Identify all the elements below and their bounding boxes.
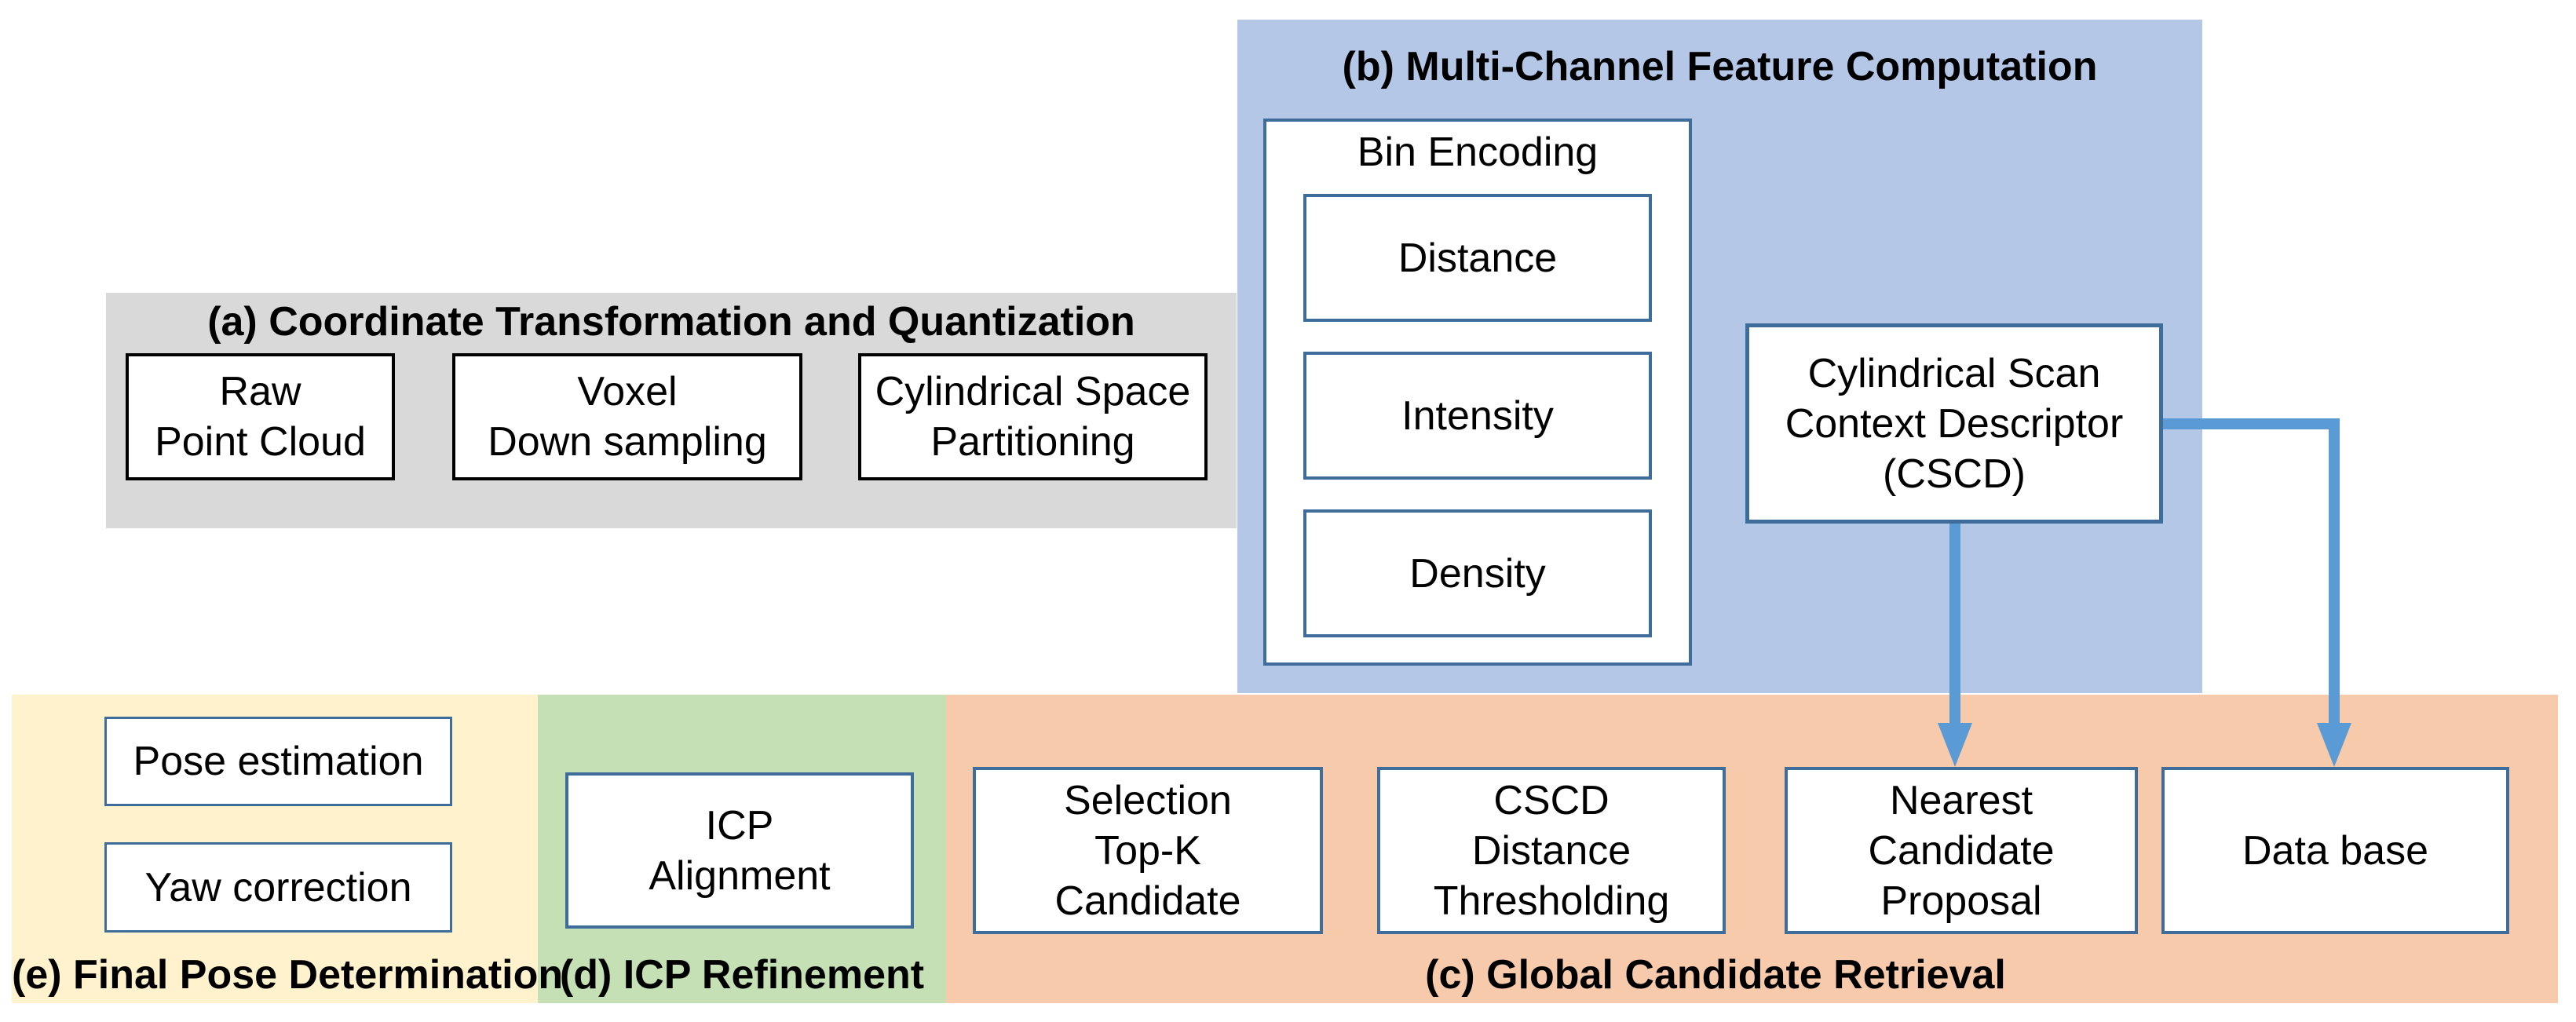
bin-encoding-label: Bin Encoding (1357, 130, 1599, 175)
box-data-base: Data base (2161, 767, 2509, 934)
box-cscd-distance-thresholding: CSCD Distance Thresholding (1377, 767, 1726, 934)
box-raw-point-cloud: Raw Point Cloud (126, 353, 395, 480)
box-voxel-down-sampling: Voxel Down sampling (452, 353, 802, 480)
box-pose-estimation: Pose estimation (104, 717, 452, 806)
section-a-title: (a) Coordinate Transformation and Quanti… (207, 299, 1135, 345)
section-b-title: (b) Multi-Channel Feature Computation (1342, 44, 2098, 89)
box-cylindrical-space-partitioning: Cylindrical Space Partitioning (858, 353, 1208, 480)
box-distance-channel: Distance (1303, 194, 1652, 322)
box-intensity-channel: Intensity (1303, 352, 1652, 480)
box-icp-alignment: ICP Alignment (565, 772, 914, 929)
box-nearest-candidate-proposal: Nearest Candidate Proposal (1785, 767, 2138, 934)
box-cscd-descriptor: Cylindrical Scan Context Descriptor (CSC… (1745, 323, 2163, 524)
section-e-title: (e) Final Pose Determination (12, 952, 564, 998)
box-selection-top-k-candidate: Selection Top-K Candidate (973, 767, 1323, 934)
box-yaw-correction: Yaw correction (104, 842, 452, 933)
box-density-channel: Density (1303, 509, 1652, 637)
section-c-title: (c) Global Candidate Retrieval (1425, 952, 2006, 998)
section-d-title: (d) ICP Refinement (559, 952, 925, 998)
